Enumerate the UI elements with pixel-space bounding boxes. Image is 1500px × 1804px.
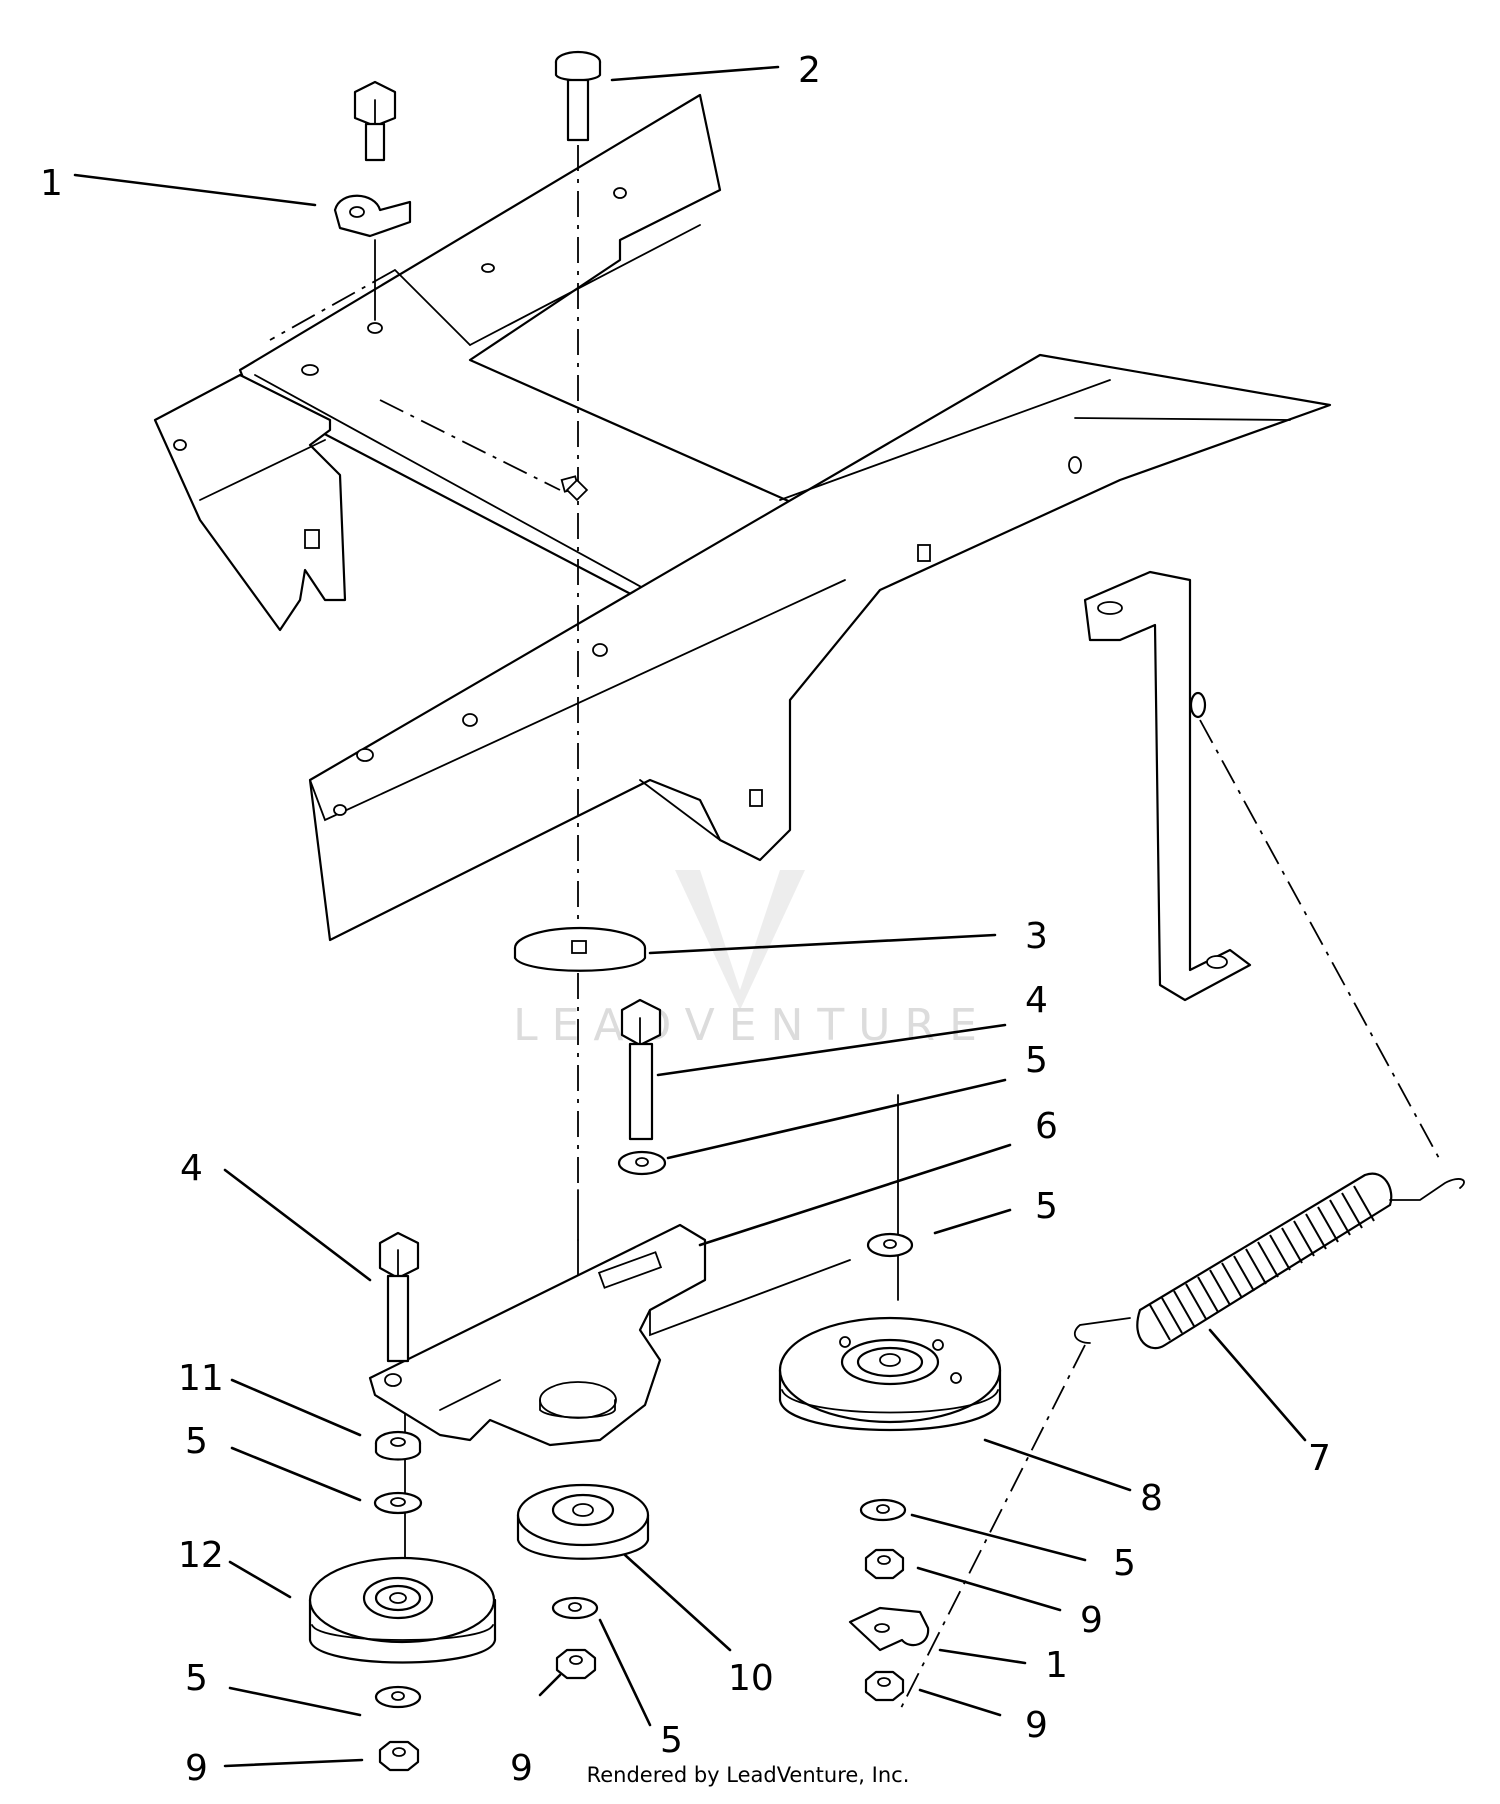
washer-part5-left — [373, 1491, 423, 1515]
lower-frame-rail — [308, 353, 1332, 942]
nut-part9-right-b — [864, 1670, 905, 1702]
callout-11: 11 — [178, 1358, 224, 1399]
callout-8: 8 — [1140, 1478, 1163, 1519]
frame-square-hole — [565, 478, 589, 502]
callout-10: 10 — [728, 1658, 774, 1699]
callout-4-left: 4 — [180, 1148, 203, 1189]
callout-5-left: 5 — [185, 1421, 208, 1462]
callout-1-top: 1 — [40, 163, 63, 204]
washer-part5-left-lower — [374, 1685, 422, 1709]
idler-arm-plate — [368, 1223, 851, 1447]
washer-part5-right-bottom — [859, 1498, 907, 1522]
leader-lines — [73, 65, 1307, 1768]
callout-1-lower: 1 — [1045, 1645, 1068, 1686]
spacer-part11 — [374, 1430, 422, 1461]
nut-part9-left — [378, 1740, 420, 1772]
bracket-top-part1 — [333, 194, 412, 238]
callout-5-left-lower: 5 — [185, 1658, 208, 1699]
callout-6: 6 — [1035, 1106, 1058, 1147]
bracket-part1-lower — [848, 1606, 930, 1652]
callout-9-center: 9 — [510, 1748, 533, 1789]
callout-7: 7 — [1308, 1438, 1331, 1479]
washer-part5-center — [551, 1596, 599, 1620]
pulley-part10 — [516, 1483, 650, 1560]
callout-labels: 1 2 3 4 5 6 5 4 11 5 12 5 9 9 5 10 7 8 5… — [40, 50, 1331, 1789]
callout-9-right-b: 9 — [1025, 1705, 1048, 1746]
spring-part7 — [899, 1172, 1465, 1711]
washer-part5-a — [617, 1150, 667, 1176]
callout-4-right: 4 — [1025, 980, 1048, 1021]
washer-part5-right-top — [866, 1232, 914, 1258]
hanger-bracket — [1083, 570, 1252, 1002]
rendered-by-credit: Rendered by LeadVenture, Inc. — [587, 1763, 910, 1787]
callout-9-left: 9 — [185, 1748, 208, 1789]
spring-axis-line — [1199, 719, 1441, 1161]
carriage-bolt-part2 — [554, 50, 602, 142]
nut-part9-right-a — [864, 1548, 905, 1580]
callout-3: 3 — [1025, 916, 1048, 957]
watermark-text: LEADVENTURE — [513, 1000, 991, 1051]
callout-5-upper: 5 — [1025, 1040, 1048, 1081]
callout-2: 2 — [798, 50, 821, 91]
callout-9-right-a: 9 — [1080, 1600, 1103, 1641]
bolt-part4-lower — [378, 1231, 420, 1363]
bolt-part4-upper — [620, 998, 662, 1141]
nut-part9-center — [555, 1648, 597, 1680]
bolt-top-left — [353, 80, 397, 162]
washer-part3 — [513, 926, 647, 972]
callout-12: 12 — [178, 1535, 224, 1576]
callout-5-pulley-top: 5 — [1035, 1186, 1058, 1227]
callout-5-center: 5 — [660, 1720, 683, 1761]
callout-5-right: 5 — [1113, 1543, 1136, 1584]
pulley-part12 — [308, 1556, 497, 1664]
pulley-part8 — [778, 1316, 1002, 1432]
